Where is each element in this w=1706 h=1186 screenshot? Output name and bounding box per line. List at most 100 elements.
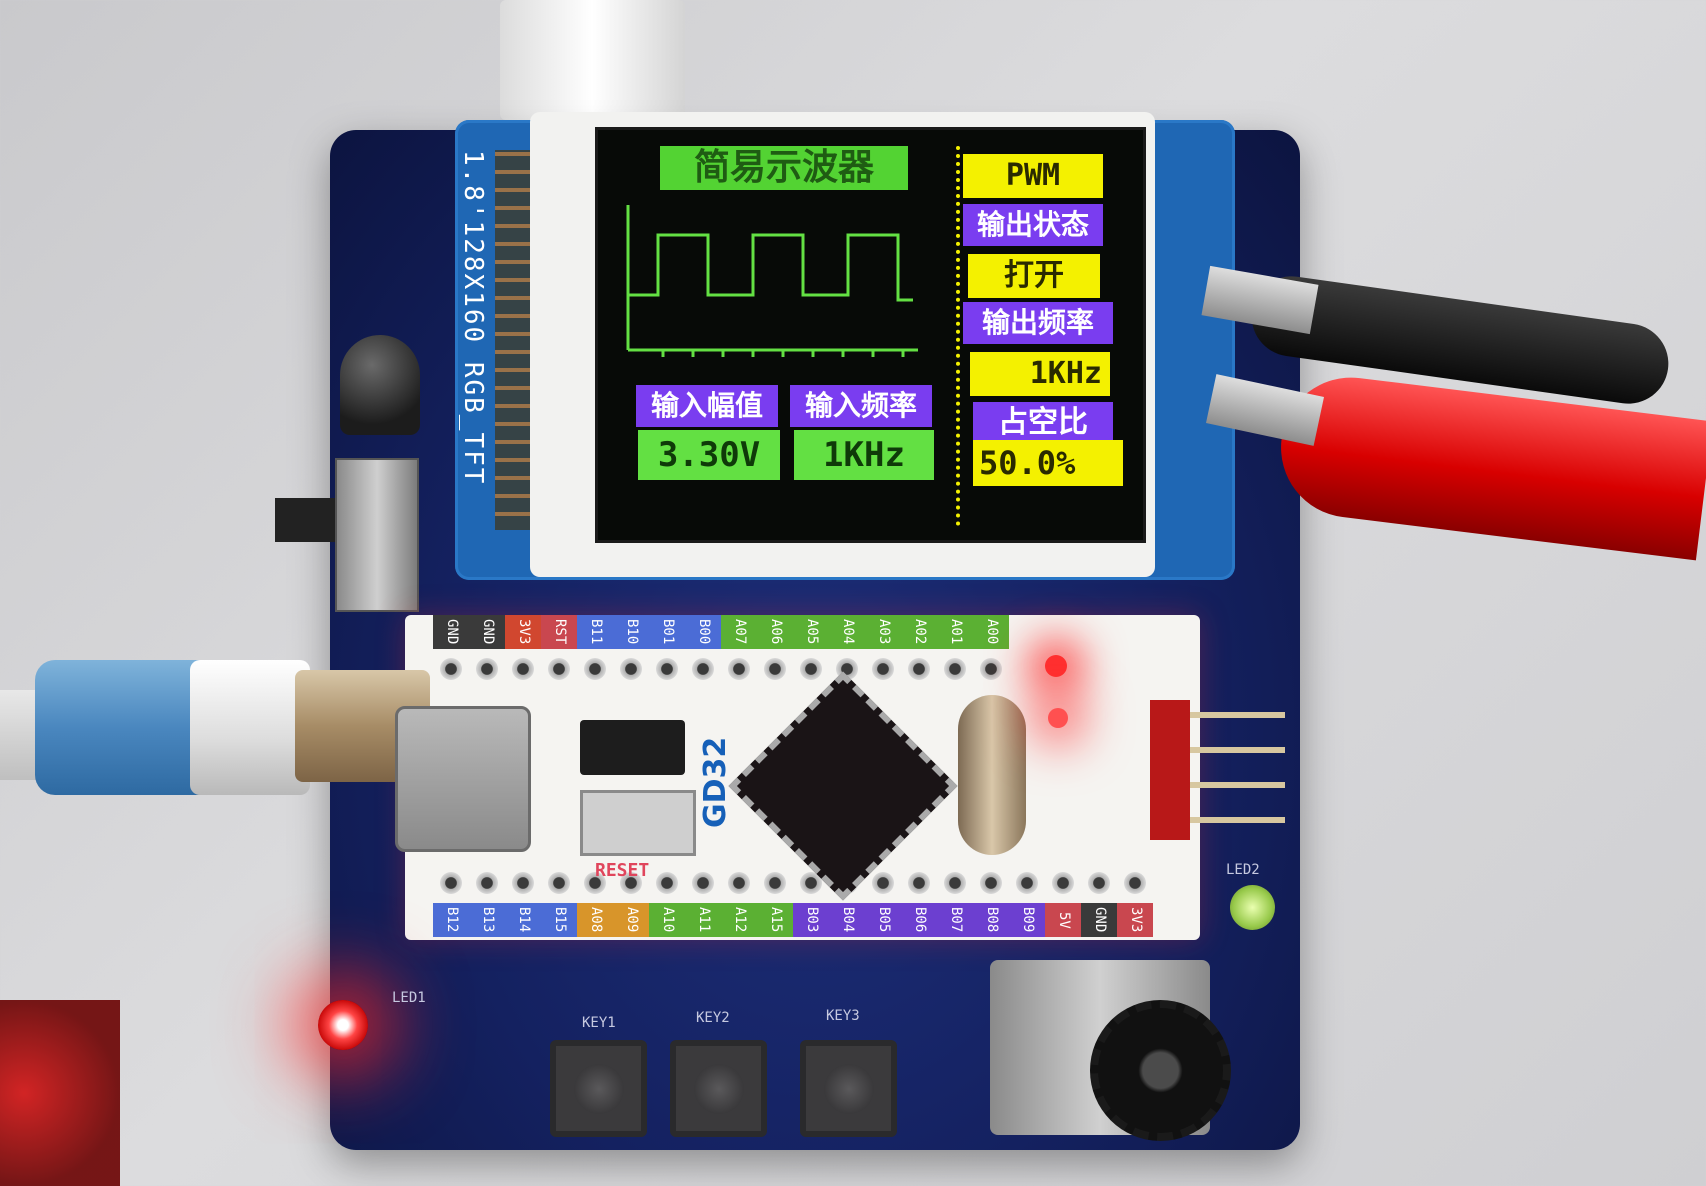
bottom-pin-label: B03 [793,903,829,937]
top-pin-label: B01 [649,615,685,649]
bottom-pin-hole [541,865,577,901]
bottom-pin-holes [433,865,1153,901]
top-pin-label: A00 [973,615,1009,649]
bottom-pin-label: B15 [541,903,577,937]
key2-button[interactable] [670,1040,767,1137]
top-pin-label: A04 [829,615,865,649]
bottom-pin-hole [793,865,829,901]
led1 [318,1000,368,1050]
bottom-pin-hole [721,865,757,901]
led2 [1230,885,1275,930]
top-pin-hole [433,651,469,687]
key2-label: KEY2 [696,1010,730,1026]
red-wire-foreground [0,1000,120,1186]
output-freq-label: 输出频率 [963,302,1113,344]
top-pin-hole [577,651,613,687]
bottom-pin-hole [973,865,1009,901]
input-freq-value: 1KHz [794,430,934,480]
screen-title: 简易示波器 [660,146,908,190]
bottom-pin-label: B04 [829,903,865,937]
bottom-pin-hole [757,865,793,901]
bottom-pin-hole [649,865,685,901]
bottom-pin-hole [433,865,469,901]
bottom-pin-hole [505,865,541,901]
bottom-pin-hole [577,865,613,901]
key1-label: KEY1 [582,1015,616,1031]
boot-jumper[interactable] [580,720,685,775]
output-freq-value: 1KHz [970,352,1110,396]
usb-cable-sleeve [190,660,310,795]
bottom-pin-label: A12 [721,903,757,937]
top-pin-hole [757,651,793,687]
bottom-pin-label: B07 [937,903,973,937]
input-amp-value: 3.30V [638,430,780,480]
top-pin-hole [865,651,901,687]
bottom-pin-label: GND [1081,903,1117,937]
top-pin-label: B00 [685,615,721,649]
output-status-label: 输出状态 [963,204,1103,246]
top-pin-label: A06 [757,615,793,649]
usb-c-port [395,706,531,852]
input-amp-label: 输入幅值 [636,385,778,427]
key1-button[interactable] [550,1040,647,1137]
waveform-plot [626,205,918,357]
bottom-pin-label: A15 [757,903,793,937]
bottom-pin-label: A09 [613,903,649,937]
bottom-pin-label: A11 [685,903,721,937]
reset-label: RESET [595,860,650,881]
top-pin-label: RST [541,615,577,649]
top-pin-label: A07 [721,615,757,649]
bottom-pin-hole [901,865,937,901]
top-pin-hole [685,651,721,687]
bottom-pin-hole [865,865,901,901]
bottom-pin-label: A08 [577,903,613,937]
bottom-pin-label: B05 [865,903,901,937]
bottom-pin-label: 5V [1045,903,1081,937]
top-pin-hole [649,651,685,687]
bottom-pin-label: B13 [469,903,505,937]
top-pin-label: B11 [577,615,613,649]
mode-value: PWM [963,154,1103,198]
top-pin-hole [793,651,829,687]
slide-switch[interactable] [335,458,419,612]
input-freq-label: 输入频率 [790,385,932,427]
rotary-encoder-knob[interactable] [1090,1000,1231,1141]
electrolytic-capacitor [340,335,420,435]
top-pin-label: A05 [793,615,829,649]
top-pin-hole [721,651,757,687]
top-pin-label: GND [469,615,505,649]
top-pin-label: A02 [901,615,937,649]
top-pin-hole [541,651,577,687]
top-pin-hole [469,651,505,687]
tft-screen: 简易示波器 PWM 输出状态 打开 输出频率 1KHz 占空比 50.0% 输入… [595,127,1146,543]
reset-button[interactable] [580,790,696,856]
bottom-pin-hole [1117,865,1153,901]
swd-header-pins [1150,700,1285,840]
led2-label: LED2 [1226,862,1260,878]
bottom-pin-hole [469,865,505,901]
bottom-pin-label: B06 [901,903,937,937]
top-pin-label: B10 [613,615,649,649]
bottom-pin-label: B08 [973,903,1009,937]
bottom-pin-hole [613,865,649,901]
bottom-pin-label: A10 [649,903,685,937]
duty-label: 占空比 [973,402,1113,444]
top-pin-hole [901,651,937,687]
status-led [1048,708,1068,728]
bottom-pin-hole [1081,865,1117,901]
square-wave-trace [628,233,913,302]
led1-label: LED1 [392,990,426,1006]
power-led [1045,655,1067,677]
top-pin-hole [613,651,649,687]
key3-button[interactable] [800,1040,897,1137]
top-pin-label: GND [433,615,469,649]
slide-switch-knob[interactable] [275,498,335,542]
bottom-pin-label: B09 [1009,903,1045,937]
top-pin-hole [505,651,541,687]
barrel-connector [500,0,685,120]
output-status-value: 打开 [968,254,1100,298]
bottom-pin-hole [937,865,973,901]
gd32-logo: GD32 [698,736,733,828]
duty-value: 50.0% [973,440,1123,486]
